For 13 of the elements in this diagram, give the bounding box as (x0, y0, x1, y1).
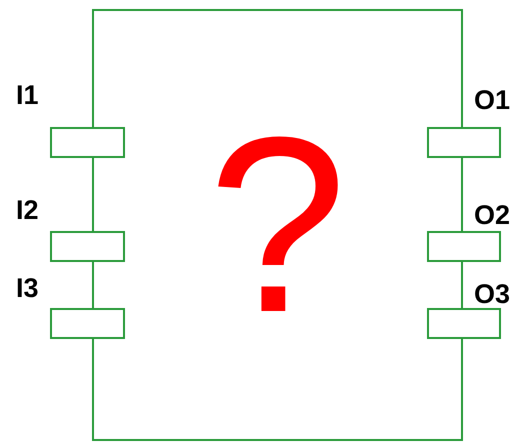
pin-label: I3 (16, 275, 39, 302)
pin-label: I2 (16, 197, 39, 224)
pin-box (427, 231, 501, 262)
pin-box (427, 308, 501, 339)
pin-label: O3 (474, 281, 510, 308)
pin-label: I1 (16, 82, 39, 109)
pin-label: O2 (474, 202, 510, 229)
pin-box (50, 308, 125, 339)
pin-box (427, 127, 501, 158)
pin-label: O1 (474, 87, 510, 114)
pin-box (50, 231, 125, 262)
question-mark: ? (208, 100, 348, 350)
pin-box (50, 127, 125, 158)
